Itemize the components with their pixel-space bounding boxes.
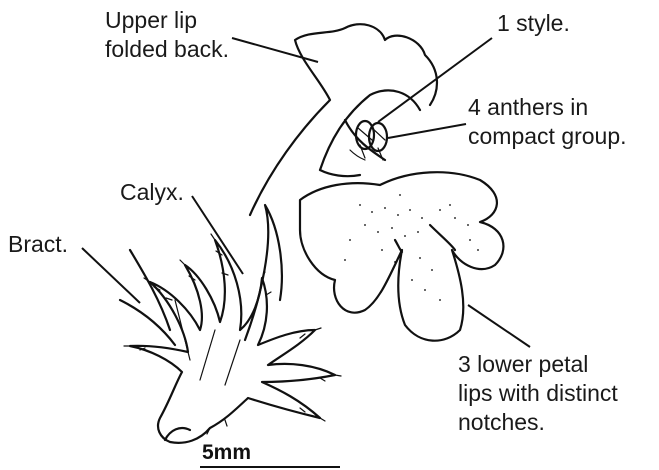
corolla-drawing — [250, 24, 503, 340]
label-lower-petals: 3 lower petal lips with distinct notches… — [458, 350, 618, 437]
label-anthers: 4 anthers in compact group. — [468, 93, 627, 151]
petal-stippling — [344, 194, 479, 301]
calyx-bract-drawing — [120, 205, 341, 443]
leader-upper-lip — [232, 38, 318, 62]
label-style: 1 style. — [497, 9, 570, 38]
label-upper-lip: Upper lip folded back. — [105, 6, 229, 64]
leader-bract — [82, 248, 140, 303]
leader-anthers — [388, 124, 466, 138]
leader-calyx — [192, 196, 243, 274]
label-calyx: Calyx. — [120, 178, 184, 207]
leader-lower-petals — [468, 305, 530, 347]
scale-bar-label: 5mm — [202, 441, 251, 465]
label-bract: Bract. — [8, 230, 68, 259]
